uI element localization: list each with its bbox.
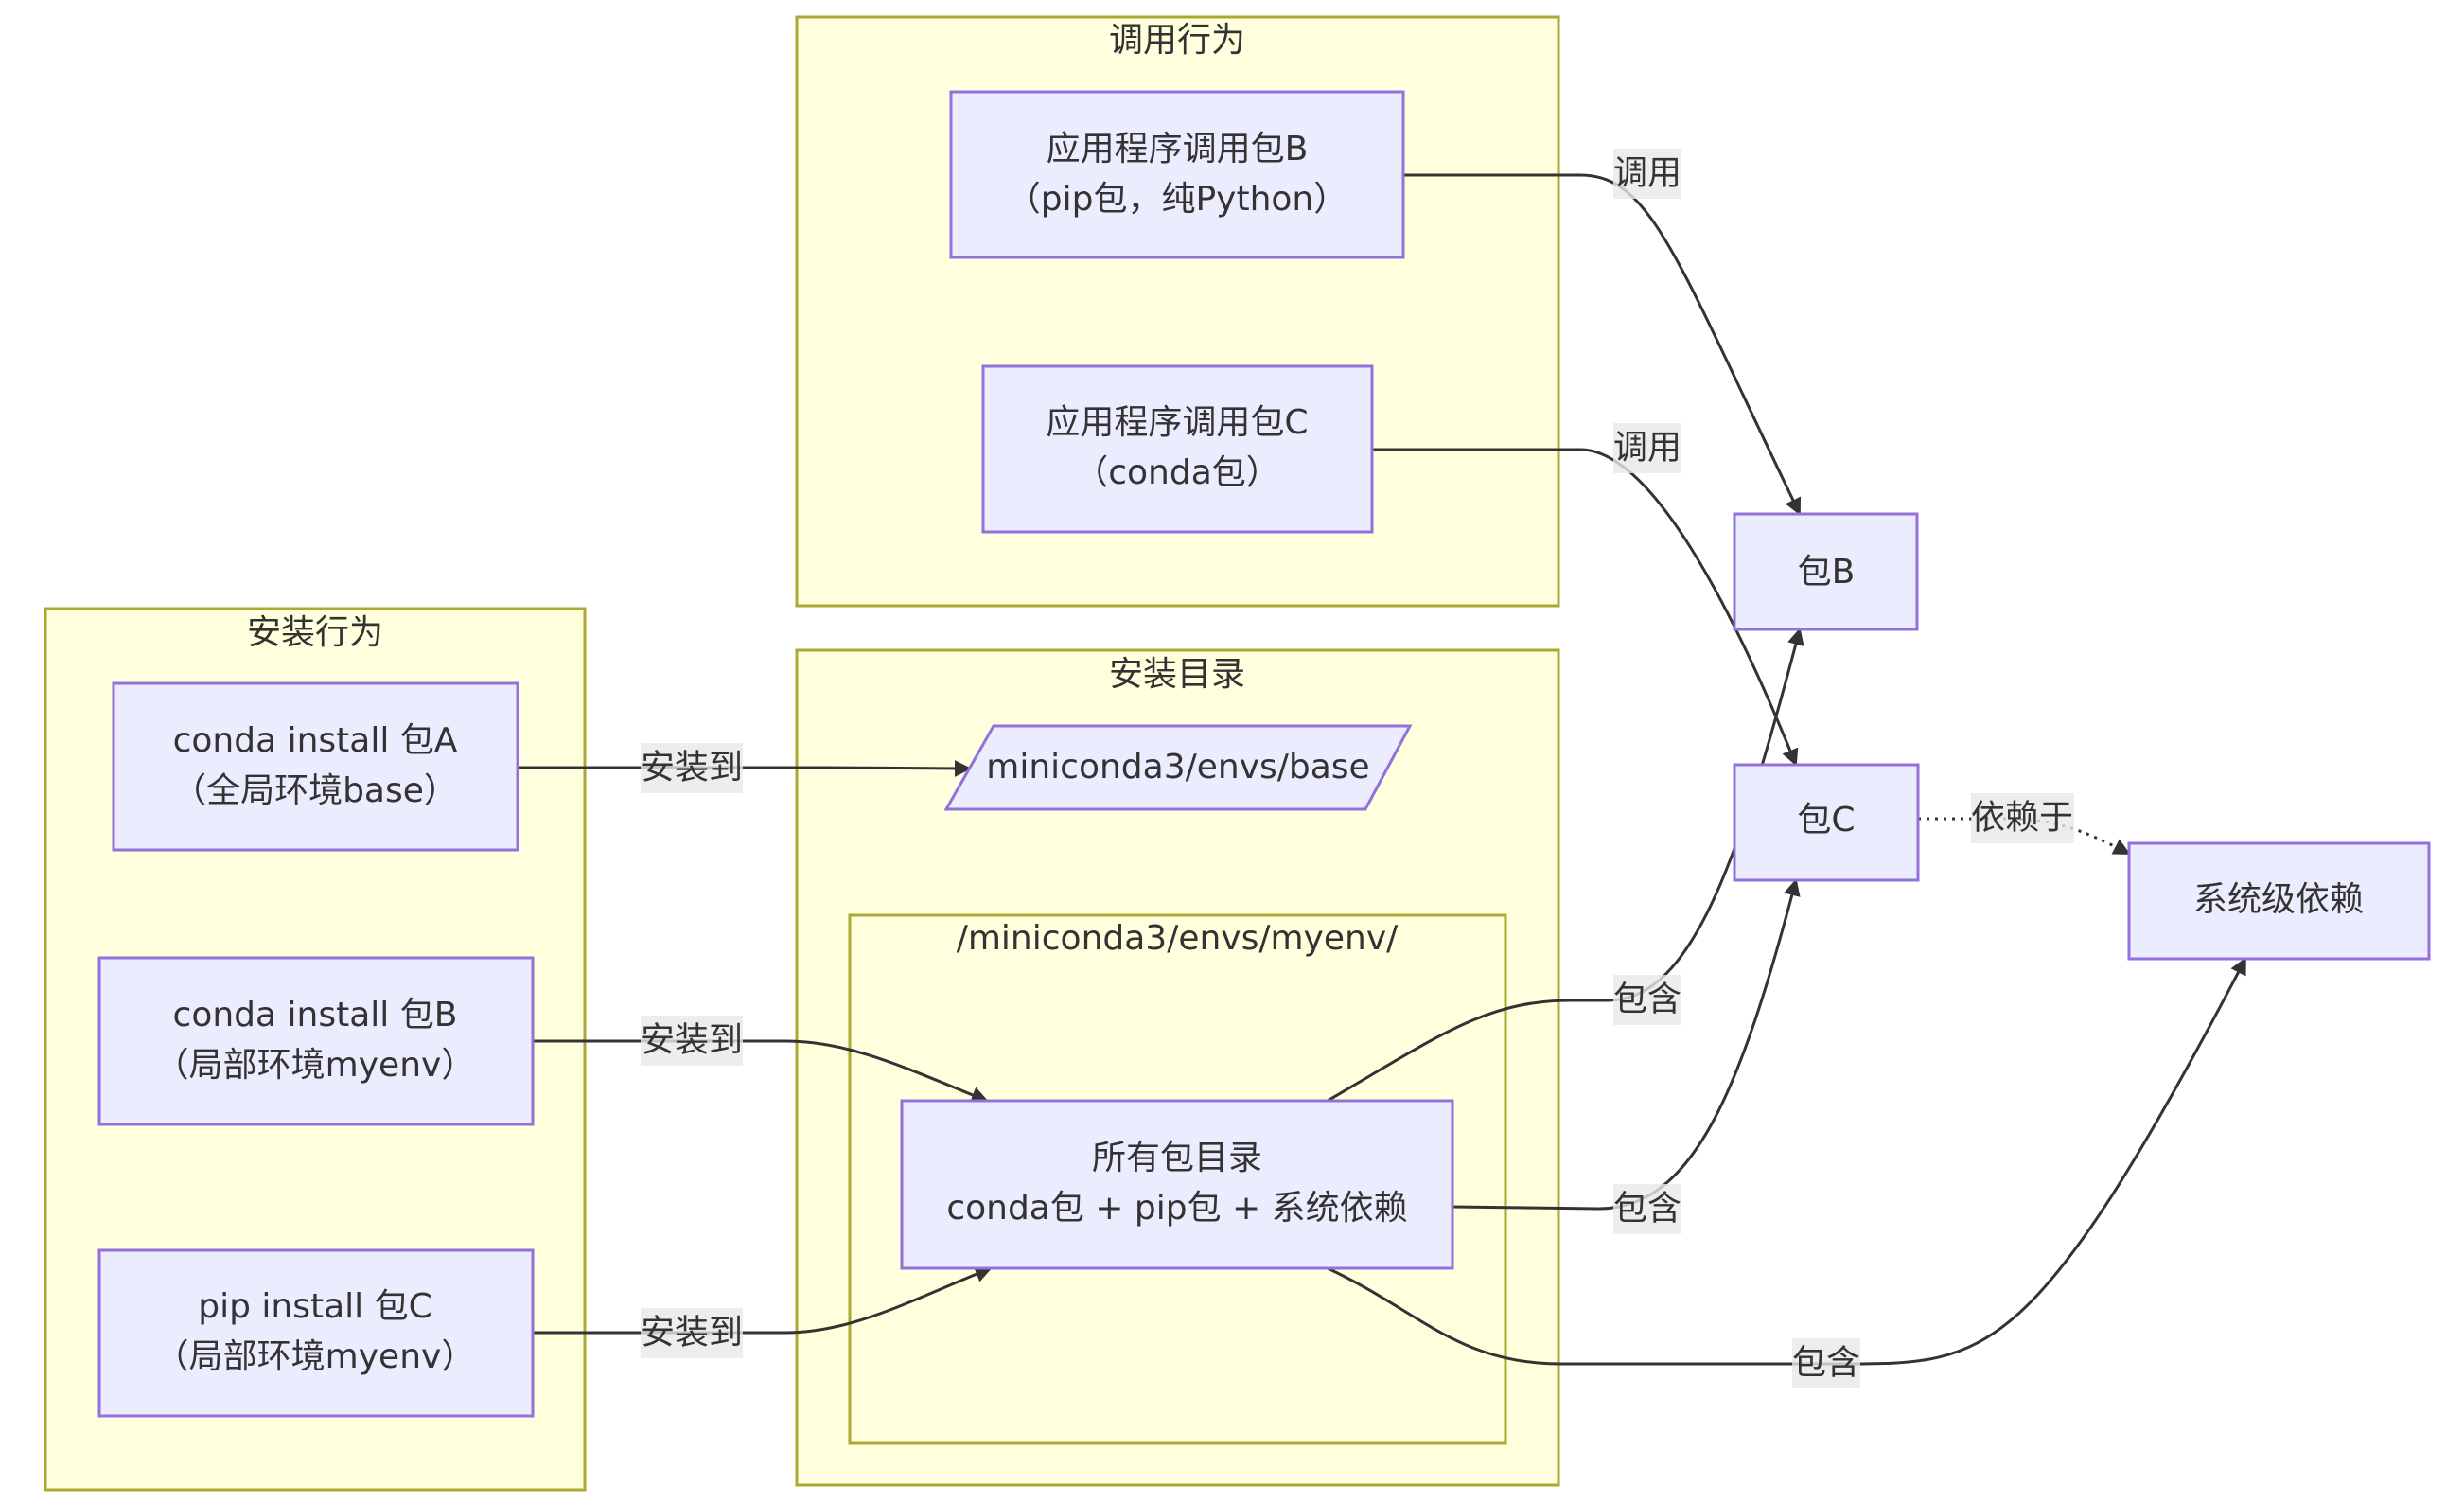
cluster-title-install: 安装行为: [247, 613, 383, 652]
node-pip-install-c-line2: （局部环境myenv）: [155, 1337, 476, 1376]
node-package-b-label: 包B: [1798, 553, 1856, 592]
node-app-call-b[interactable]: 应用程序调用包B （pip包，纯Python）: [949, 90, 1405, 259]
edge-label-call-b: 调用: [1613, 149, 1681, 199]
cluster-title-call: 调用行为: [1109, 21, 1245, 60]
node-system-deps-label: 系统级依赖: [2193, 880, 2364, 919]
node-conda-install-b-line1: conda install 包B: [173, 996, 458, 1034]
node-app-call-b-line1: 应用程序调用包B: [1047, 130, 1309, 168]
node-pip-install-c[interactable]: pip install 包C （局部环境myenv）: [97, 1248, 535, 1418]
node-package-b[interactable]: 包B: [1733, 512, 1919, 631]
node-system-deps[interactable]: 系统级依赖: [2127, 841, 2431, 961]
edge-label-depends: 依赖于: [1971, 793, 2074, 843]
edge-call-b: [1403, 173, 1802, 516]
edge-label-install-a-text: 安装到: [641, 749, 743, 787]
edge-label-contain-c: 包含: [1613, 1184, 1681, 1234]
node-all-packages-line2: conda包 + pip包 + 系统依赖: [946, 1189, 1407, 1228]
edge-label-contain-c-text: 包含: [1613, 1190, 1681, 1229]
edge-label-contain-sys-text: 包含: [1792, 1344, 1860, 1383]
node-base-dir-label: miniconda3/envs/base: [986, 748, 1369, 787]
edge-label-call-b-text: 调用: [1613, 154, 1681, 193]
edge-install-c: [533, 1265, 993, 1335]
cluster-title-myenv: /miniconda3/envs/myenv/: [957, 919, 1399, 958]
edge-label-install-c-text: 安装到: [641, 1314, 743, 1353]
node-package-c-label: 包C: [1797, 801, 1855, 840]
node-app-call-c[interactable]: 应用程序调用包C （conda包）: [981, 364, 1374, 534]
node-conda-install-a[interactable]: conda install 包A （全局环境base）: [112, 681, 519, 852]
edge-label-depends-text: 依赖于: [1971, 799, 2073, 838]
edge-label-call-c-text: 调用: [1613, 429, 1681, 468]
edge-contain-sys: [1327, 957, 2247, 1366]
node-conda-install-a-line2: （全局环境base）: [172, 771, 458, 810]
node-conda-install-b[interactable]: conda install 包B （局部环境myenv）: [97, 956, 535, 1126]
edge-install-a: [518, 759, 972, 777]
cluster-title-dir: 安装目录: [1109, 655, 1245, 694]
node-all-packages-line1: 所有包目录: [1092, 1139, 1262, 1177]
edge-label-install-b: 安装到: [641, 1016, 743, 1066]
node-pip-install-c-line1: pip install 包C: [198, 1287, 431, 1326]
edge-label-install-a: 安装到: [641, 743, 743, 793]
edge-label-contain-b-text: 包含: [1613, 981, 1681, 1019]
node-conda-install-a-line1: conda install 包A: [173, 721, 458, 760]
node-app-call-b-line2: （pip包，纯Python）: [1007, 180, 1348, 219]
edge-label-install-b-text: 安装到: [641, 1021, 743, 1060]
edge-label-contain-sys: 包含: [1792, 1338, 1860, 1388]
edge-label-contain-b: 包含: [1613, 975, 1681, 1025]
node-all-packages-dir[interactable]: 所有包目录 conda包 + pip包 + 系统依赖: [900, 1099, 1454, 1270]
node-conda-install-b-line2: （局部环境myenv）: [155, 1046, 476, 1085]
edge-label-install-c: 安装到: [641, 1308, 743, 1358]
edge-call-c: [1372, 448, 1799, 767]
node-base-dir[interactable]: miniconda3/envs/base: [943, 724, 1413, 811]
node-package-c[interactable]: 包C: [1733, 763, 1920, 882]
edge-install-b: [533, 1039, 989, 1104]
node-app-call-c-line2: （conda包）: [1074, 453, 1280, 492]
edge-label-call-c: 调用: [1613, 423, 1681, 473]
node-app-call-c-line1: 应用程序调用包C: [1046, 403, 1308, 442]
